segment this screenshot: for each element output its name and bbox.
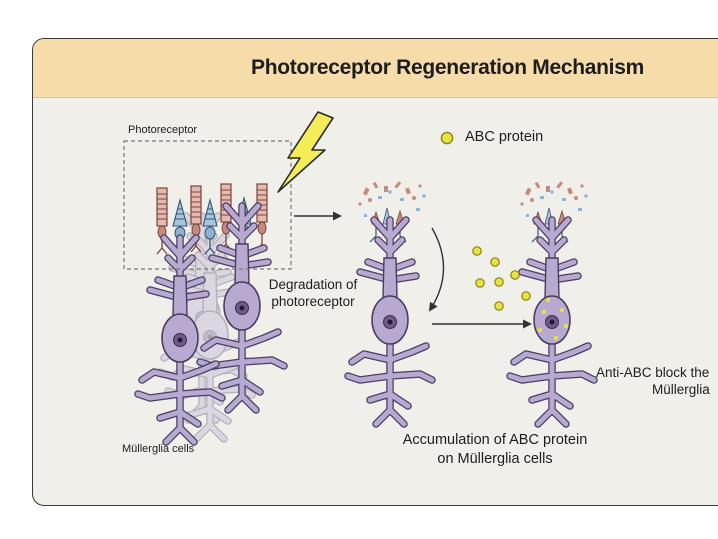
abc-protein-dots xyxy=(472,246,531,311)
stage3-cell xyxy=(510,180,594,424)
legend-dot xyxy=(440,131,454,145)
photoreceptor-label: Photoreceptor xyxy=(128,124,198,136)
abc-protein-inside-cell xyxy=(537,297,569,341)
photoreceptor-selection-box xyxy=(123,140,292,270)
lightning-bolt-icon xyxy=(277,111,334,193)
degradation-label-line2: photoreceptor xyxy=(271,294,355,309)
anti-abc-label-line1: Anti-ABC block the xyxy=(596,365,710,380)
accumulation-label-line2: on Müllerglia cells xyxy=(437,451,553,467)
title-bar: Photoreceptor Regeneration Mechanism xyxy=(33,39,718,98)
curved-arrow-icon xyxy=(428,227,445,312)
page-title: Photoreceptor Regeneration Mechanism xyxy=(251,56,644,79)
legend-label: ABC protein xyxy=(465,129,544,145)
accumulation-label-line1: Accumulation of ABC protein xyxy=(402,432,588,448)
diagram-panel: Photoreceptor Regeneration Mechanism xyxy=(32,38,718,506)
anti-abc-label-line2: Müllerglia xyxy=(652,382,710,397)
muller-cells-label: Müllerglia cells xyxy=(122,443,195,455)
anti-abc-label: Anti-ABC block the Müllerglia xyxy=(596,364,718,398)
accumulation-label: Accumulation of ABC protein on Müllergli… xyxy=(380,431,610,469)
degradation-label-line1: Degradation of xyxy=(268,277,358,292)
degradation-label: Degradation of photoreceptor xyxy=(258,276,368,310)
